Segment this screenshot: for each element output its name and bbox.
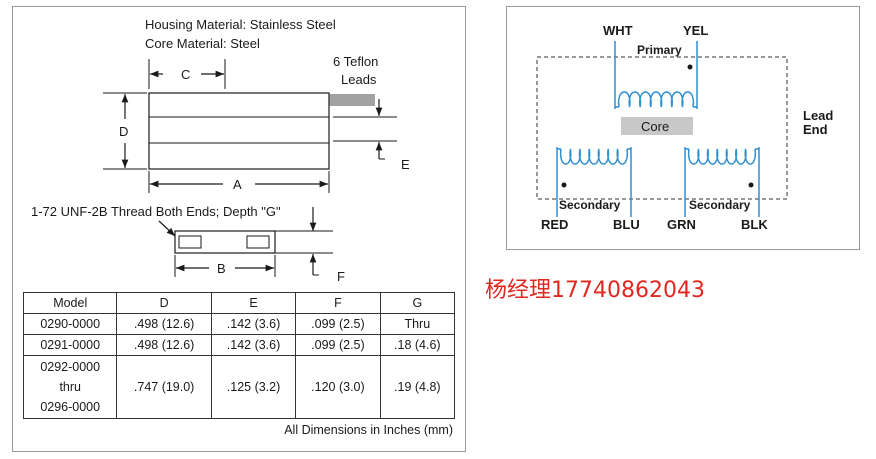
- table-cell: .498 (12.6): [116, 313, 212, 335]
- header-model: Model: [22, 292, 118, 314]
- primary-coil: [615, 91, 697, 108]
- red-label: RED: [541, 217, 568, 232]
- dim-f: F: [309, 253, 345, 284]
- dim-d-label: D: [119, 124, 128, 139]
- core-part: [174, 230, 333, 254]
- dim-a: A: [148, 171, 330, 193]
- leads-label-1: 6 Teflon: [333, 54, 378, 69]
- secondary-right-coil: [685, 148, 759, 165]
- dim-b: B: [174, 255, 276, 277]
- table-cell: .498 (12.6): [116, 334, 212, 356]
- header-e: E: [210, 292, 297, 314]
- dim-a-label: A: [233, 177, 242, 192]
- header-f: F: [295, 292, 381, 314]
- contact-text: 杨经理17740862043: [485, 278, 705, 303]
- dim-c-label: C: [181, 67, 190, 82]
- header-g: G: [379, 292, 456, 314]
- table-header-row: Model D E F G: [22, 292, 456, 314]
- dim-b-label: B: [217, 261, 226, 276]
- table-cell: 0292-0000 thru 0296-0000: [22, 355, 118, 419]
- primary-label: Primary: [637, 43, 682, 57]
- secondary-left-polarity-dot: [561, 182, 567, 188]
- dimension-table: Model D E F G 0290-0000 .498 (12.6) .142…: [22, 292, 456, 419]
- mechanical-drawing: Housing Material: Stainless Steel Core M…: [31, 17, 410, 284]
- table-cell: 0291-0000: [22, 334, 118, 356]
- dim-e: E: [333, 99, 410, 172]
- table-cell: .099 (2.5): [295, 313, 381, 335]
- secondary-left-coil: [557, 148, 631, 165]
- wiring-diagram-panel: WHT YEL Primary Core Lead End Secondary …: [506, 6, 860, 250]
- blu-label: BLU: [613, 217, 640, 232]
- dim-f-label: F: [337, 269, 345, 284]
- dim-e-label: E: [401, 157, 410, 172]
- header-d: D: [116, 292, 212, 314]
- housing-material-label: Housing Material: Stainless Steel: [145, 17, 336, 32]
- yel-label: YEL: [683, 23, 708, 38]
- table-cell: .099 (2.5): [295, 334, 381, 356]
- table-cell: .747 (19.0): [116, 355, 212, 419]
- blk-label: BLK: [741, 217, 768, 232]
- mechanical-drawing-panel: Housing Material: Stainless Steel Core M…: [12, 6, 466, 452]
- dim-c: C: [148, 59, 226, 89]
- secondary-right-polarity-dot: [748, 182, 754, 188]
- units-note: All Dimensions in Inches (mm): [284, 423, 453, 437]
- table-cell: Thru: [379, 313, 456, 335]
- table-row: 0290-0000 .498 (12.6) .142 (3.6) .099 (2…: [22, 313, 456, 335]
- lead-end-label-1: Lead: [803, 108, 833, 123]
- lead-end-label-2: End: [803, 122, 828, 137]
- table-cell: .142 (3.6): [210, 313, 297, 335]
- thread-note: 1-72 UNF-2B Thread Both Ends; Depth "G": [31, 204, 281, 219]
- secondary-left-label: Secondary: [559, 198, 621, 212]
- table-cell: .18 (4.6): [379, 334, 456, 356]
- table-row: 0291-0000 .498 (12.6) .142 (3.6) .099 (2…: [22, 334, 456, 356]
- leads-label-2: Leads: [341, 72, 377, 87]
- table-cell: 0290-0000: [22, 313, 118, 335]
- table-cell: .19 (4.8): [379, 355, 456, 419]
- housing-body: [148, 92, 330, 170]
- wiring-diagram: WHT YEL Primary Core Lead End Secondary …: [536, 23, 833, 232]
- secondary-right-label: Secondary: [689, 198, 751, 212]
- table-cell: .125 (3.2): [210, 355, 297, 419]
- table-cell: .142 (3.6): [210, 334, 297, 356]
- table-cell: .120 (3.0): [295, 355, 381, 419]
- core-material-label: Core Material: Steel: [145, 36, 260, 51]
- teflon-leads: [329, 94, 375, 106]
- primary-polarity-dot: [687, 64, 693, 70]
- table-row: 0292-0000 thru 0296-0000 .747 (19.0) .12…: [22, 355, 456, 419]
- core-block: [621, 117, 693, 135]
- core-label: Core: [641, 119, 669, 134]
- thread-arrow: [158, 220, 176, 237]
- dim-d: D: [103, 92, 147, 170]
- wht-label: WHT: [603, 23, 633, 38]
- grn-label: GRN: [667, 217, 696, 232]
